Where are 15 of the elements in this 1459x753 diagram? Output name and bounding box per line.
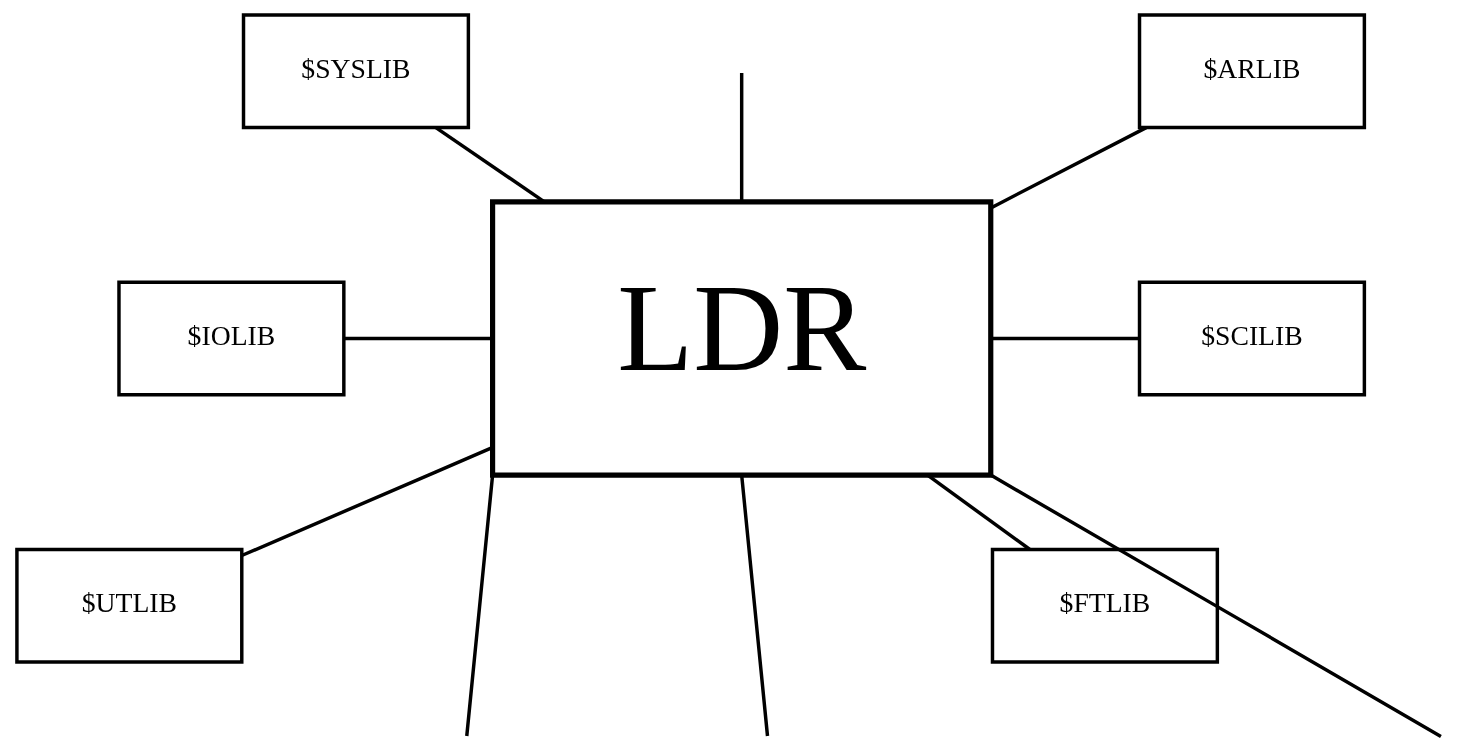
connector [434,126,545,203]
connector [990,336,1139,341]
connector [464,474,494,737]
connector [739,73,743,202]
connector [739,474,769,737]
node-box: $IOLIB [116,280,346,397]
connector [989,473,1442,738]
node-box: $SYSLIB [241,13,470,130]
node-box: $FTLIB [990,547,1219,664]
node-box: LDR [489,199,993,478]
node-box: $UTLIB [14,547,243,664]
connector [241,446,493,557]
node-box: $SCILIB [1137,280,1366,397]
connector [343,336,492,341]
node-box: $ARLIB [1137,13,1366,130]
